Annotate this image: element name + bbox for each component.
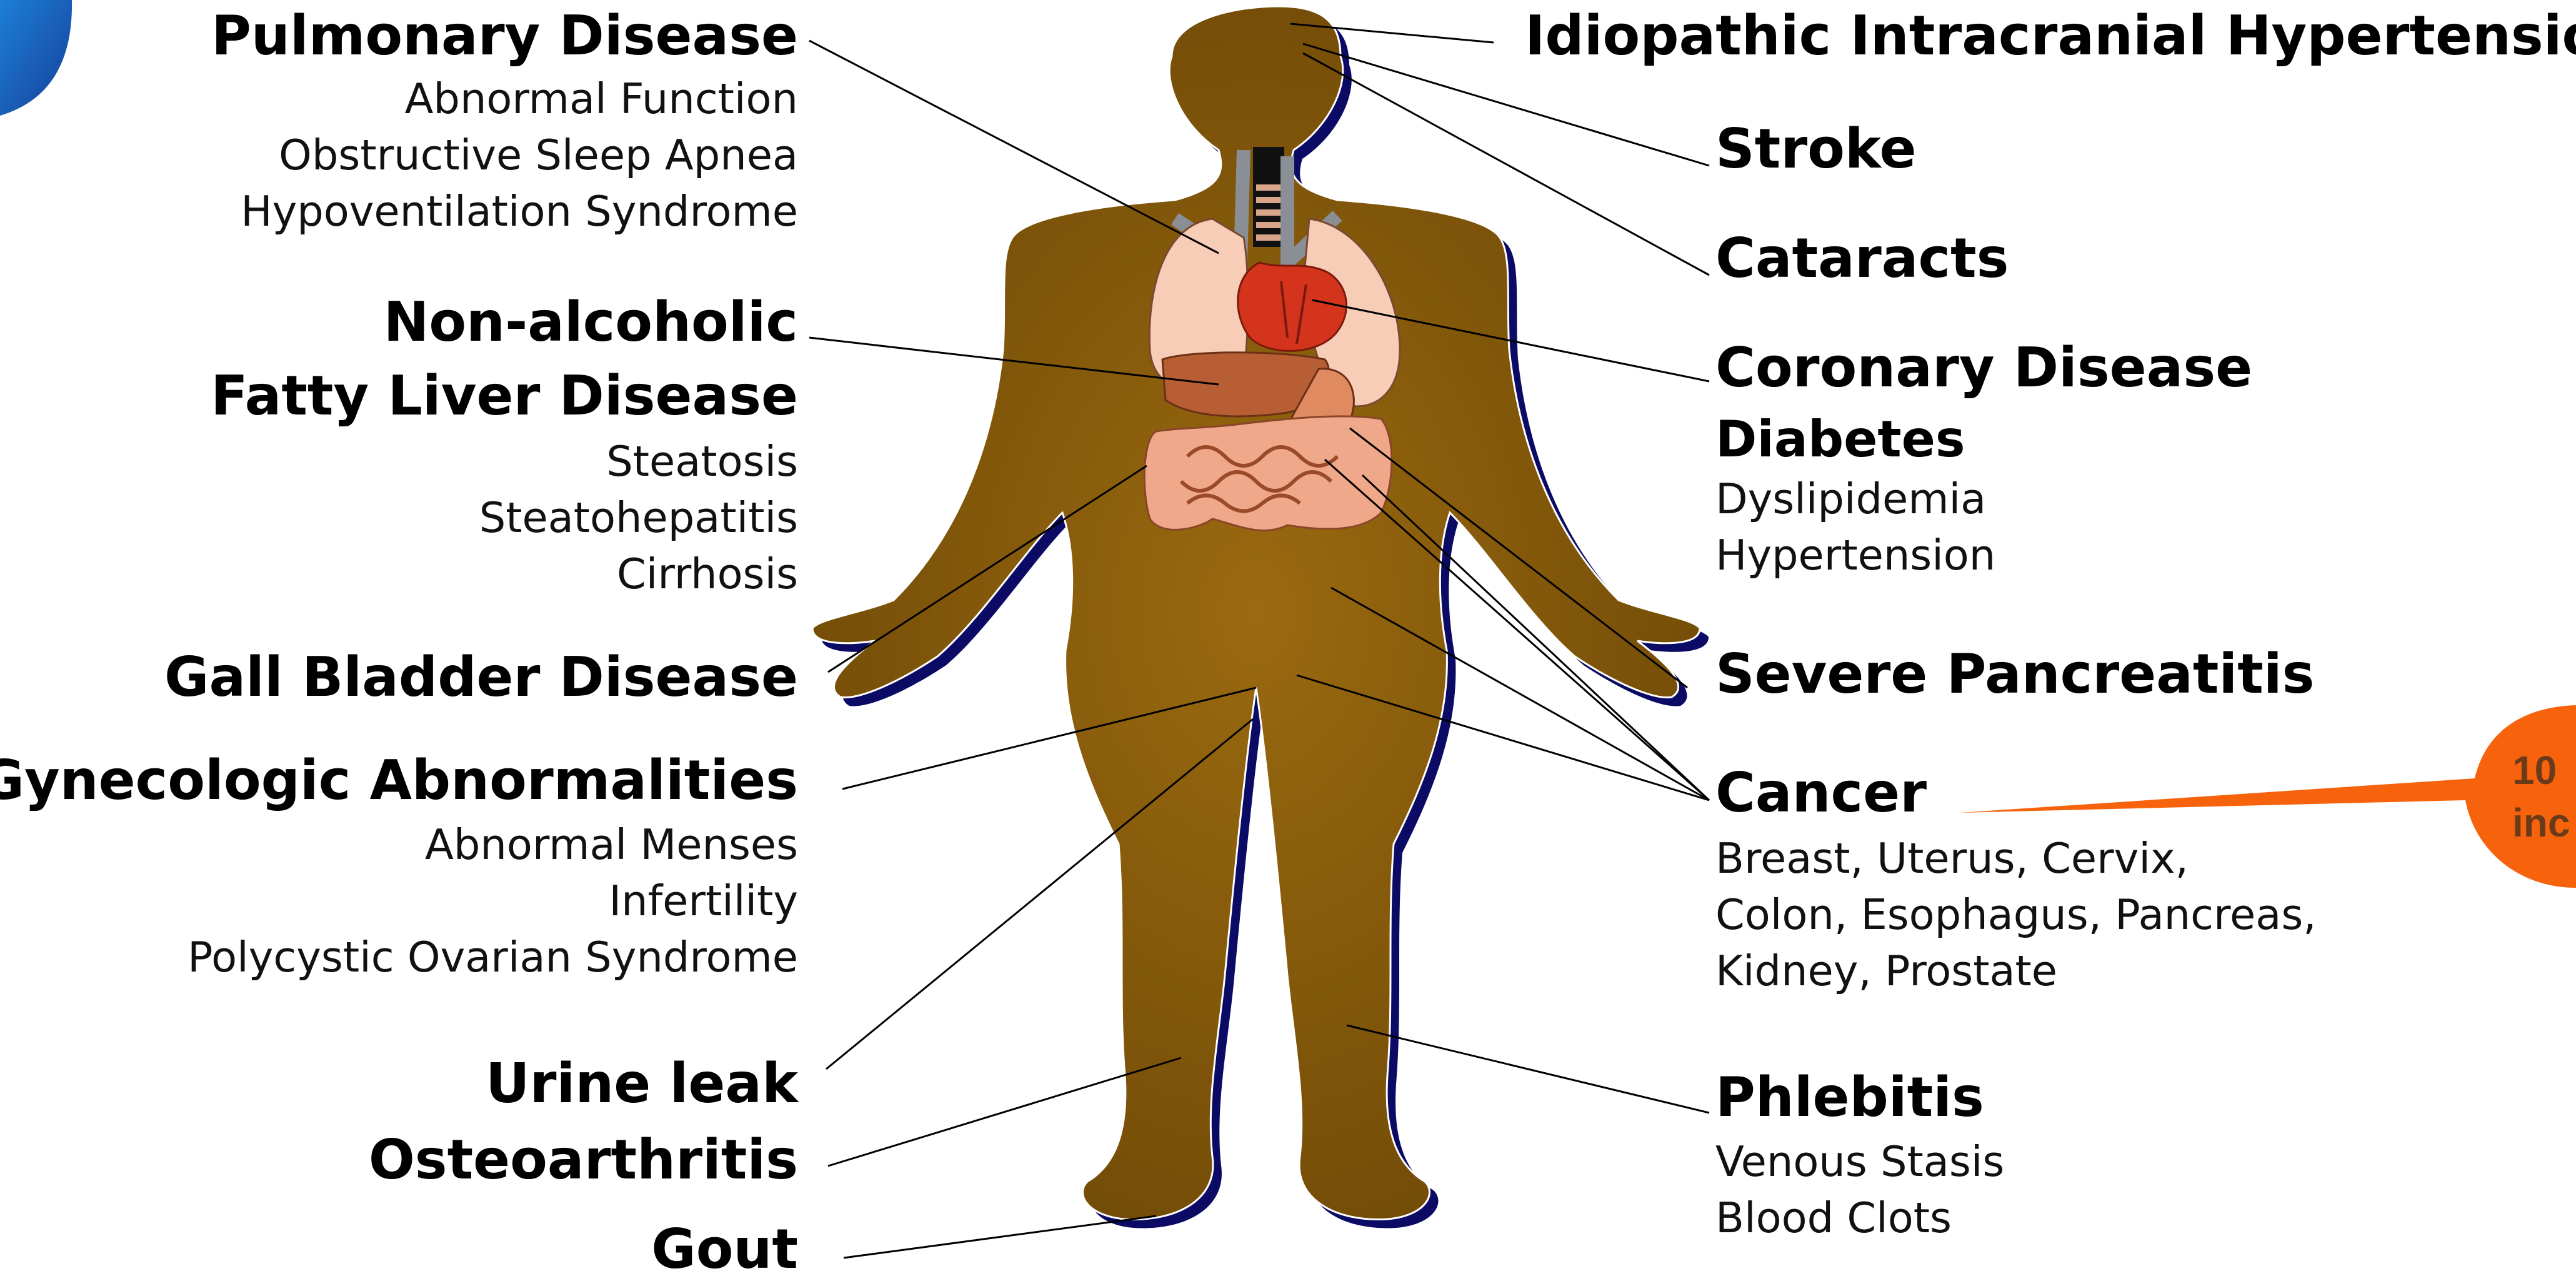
pulmonary-item: Hypoventilation Syndrome [241, 191, 798, 233]
cancer-title: Cancer [1715, 766, 1927, 820]
stroke-title: Stroke [1715, 122, 1916, 176]
callout-line: 10 [2512, 744, 2576, 796]
pulmonary-item: Obstructive Sleep Apnea [279, 134, 798, 176]
gynecologic-title: Gynecologic Abnormalities [0, 753, 798, 808]
blue-circle-icon [0, 0, 72, 116]
fatty-liver-item: Cirrhosis [617, 553, 798, 595]
gynecologic-item: Infertility [609, 880, 798, 922]
pulmonary-disease-title: Pulmonary Disease [211, 9, 798, 63]
fatty-liver-title-line1: Non-alcoholic [384, 295, 798, 349]
diabetes-item: Dyslipidemia [1715, 478, 1986, 520]
cancer-item: Kidney, Prostate [1715, 950, 2057, 992]
pulmonary-item: Abnormal Function [405, 78, 798, 120]
fatty-liver-item: Steatosis [606, 441, 798, 483]
cancer-item: Breast, Uterus, Cervix, [1715, 838, 2189, 880]
cataracts-title: Cataracts [1715, 231, 2009, 286]
fatty-liver-item: Steatohepatitis [479, 497, 798, 539]
gynecologic-item: Abnormal Menses [425, 824, 798, 866]
diabetes-item: Hypertension [1715, 535, 1995, 576]
iih-title: Idiopathic Intracranial Hypertension [1525, 9, 2576, 63]
osteoarthritis-title: Osteoarthritis [369, 1133, 798, 1187]
gout-title: Gout [651, 1222, 798, 1276]
coronary-disease-title: Coronary Disease [1715, 341, 2252, 395]
gall-bladder-title: Gall Bladder Disease [164, 650, 798, 705]
gynecologic-item: Polycystic Ovarian Syndrome [187, 937, 798, 978]
phlebitis-title: Phlebitis [1715, 1070, 1984, 1125]
pancreatitis-title: Severe Pancreatitis [1715, 647, 2314, 701]
diabetes-title: Diabetes [1715, 414, 1965, 465]
phlebitis-item: Blood Clots [1715, 1197, 1952, 1239]
callout-text: 10 inc [2512, 744, 2576, 849]
cancer-item: Colon, Esophagus, Pancreas, [1715, 894, 2317, 936]
urine-leak-title: Urine leak [486, 1057, 798, 1111]
fatty-liver-title-line2: Fatty Liver Disease [211, 369, 798, 423]
callout-line: inc [2512, 796, 2576, 849]
phlebitis-item: Venous Stasis [1715, 1141, 2004, 1183]
